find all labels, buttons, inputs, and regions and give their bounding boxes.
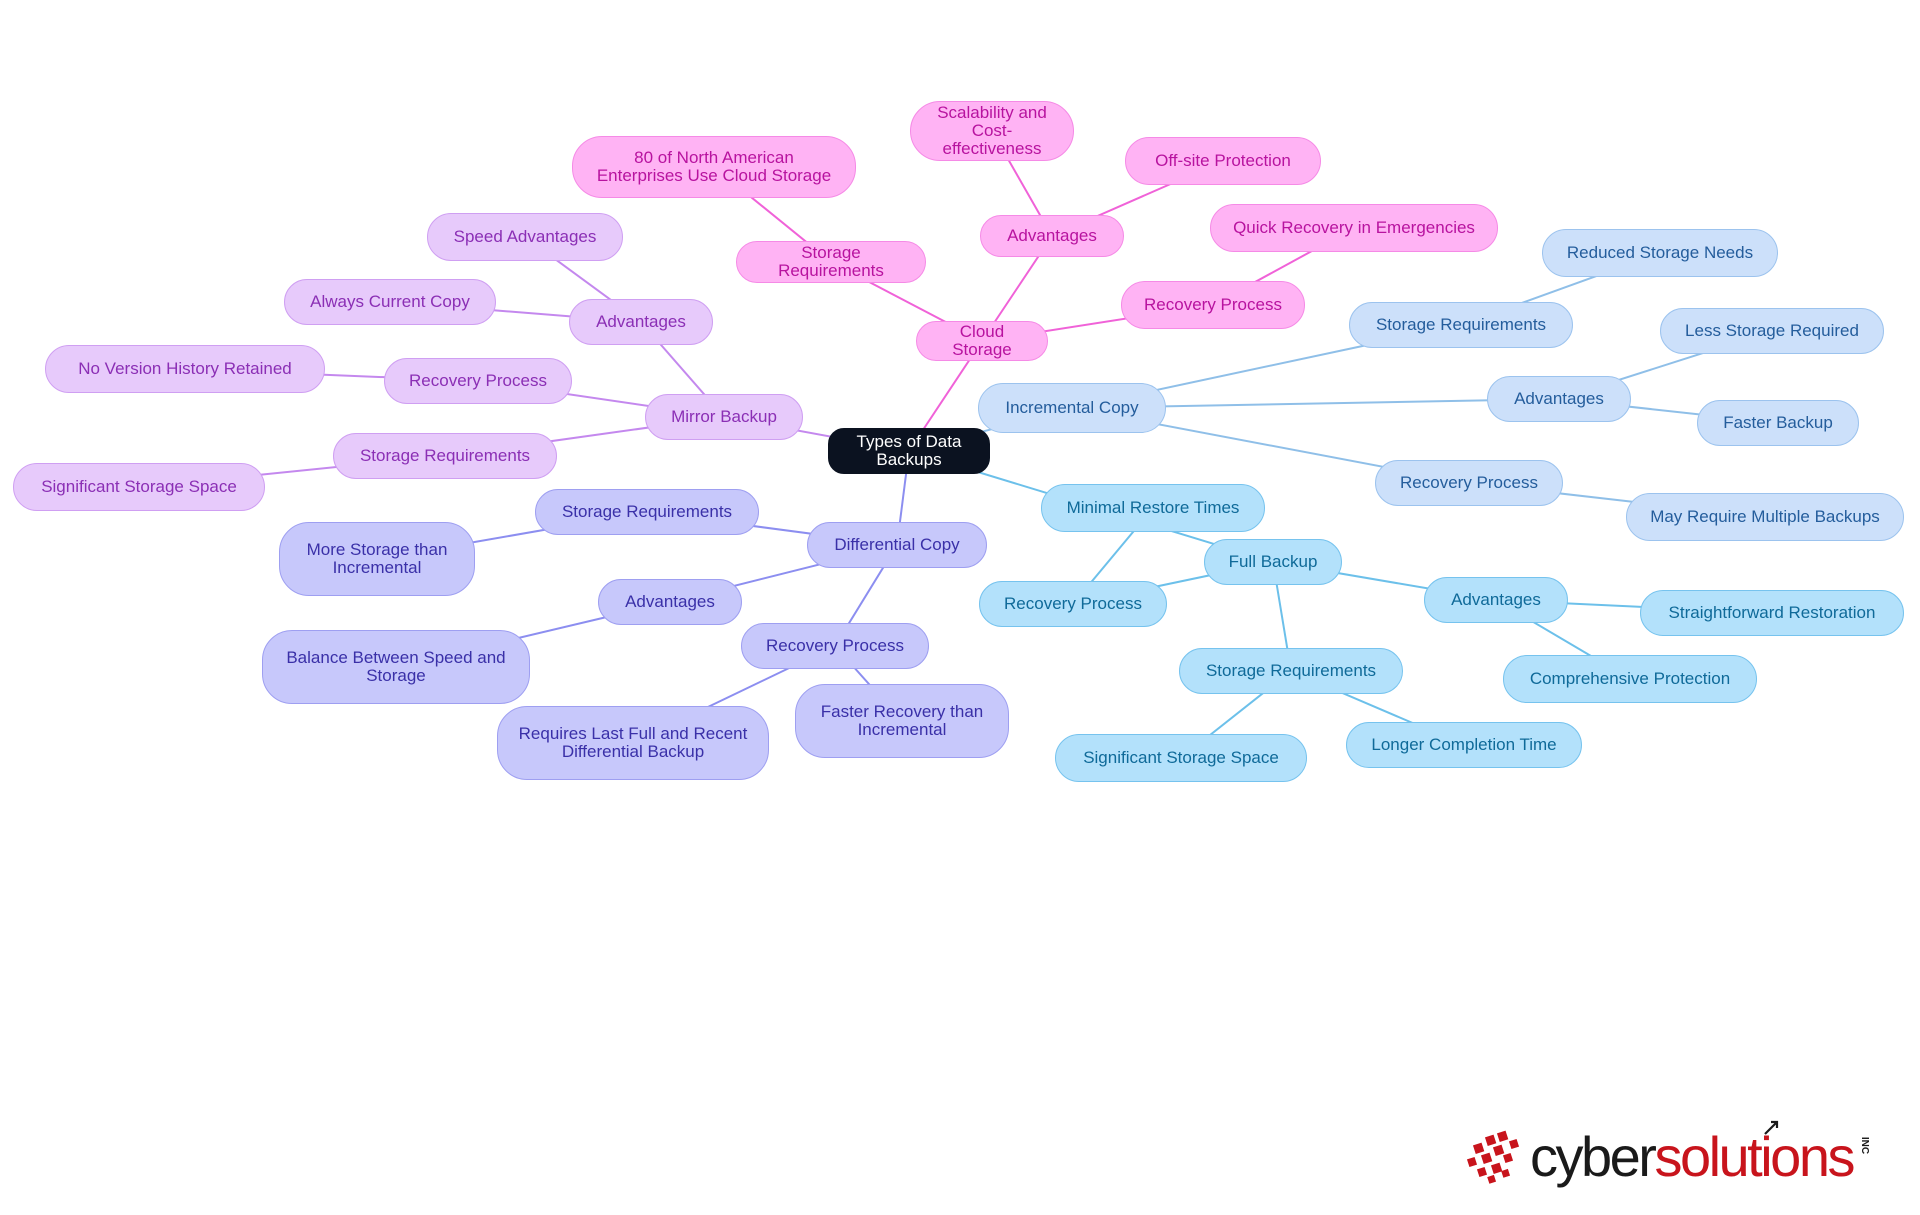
- node-label: Scalability and Cost-effectiveness: [937, 102, 1047, 159]
- node-label: Advantages: [625, 591, 715, 611]
- node-label: Storage Requirements: [359, 445, 531, 465]
- brand-logo-mark: [1466, 1130, 1520, 1184]
- node-diff-rec-faster: Faster Recovery than Incremental: [795, 684, 1009, 758]
- node-label: Off-site Protection: [1155, 150, 1291, 170]
- node-full-storage-longer: Longer Completion Time: [1346, 722, 1582, 768]
- node-mirror-adv-current: Always Current Copy: [284, 279, 496, 325]
- node-root: Types of Data Backups: [828, 428, 990, 474]
- node-label: Storage Requirements: [561, 501, 733, 521]
- node-mirror-adv-speed: Speed Advantages: [427, 213, 623, 261]
- node-label: Mirror Backup: [671, 406, 777, 426]
- node-mirror-storage-sig: Significant Storage Space: [13, 463, 265, 511]
- node-incr-adv-faster: Faster Backup: [1697, 400, 1859, 446]
- node-incr-adv: Advantages: [1487, 376, 1631, 422]
- brand-suffix: INC: [1859, 1136, 1871, 1155]
- node-label: Recovery Process: [1144, 294, 1282, 314]
- node-cloud-adv-offsite: Off-site Protection: [1125, 137, 1321, 185]
- node-label: Advantages: [1514, 388, 1604, 408]
- node-label: Storage Requirements: [778, 242, 884, 280]
- node-diff-storage-more: More Storage than Incremental: [279, 522, 475, 596]
- node-label: Speed Advantages: [453, 226, 597, 246]
- node-mirror-rec: Recovery Process: [384, 358, 572, 404]
- node-label: Quick Recovery in Emergencies: [1233, 217, 1475, 237]
- brand-accent-arrow-icon: [1764, 1120, 1779, 1135]
- node-cloud-storage: Storage Requirements: [736, 241, 926, 283]
- node-label: Advantages: [1451, 589, 1541, 609]
- node-label: Recovery Process: [409, 370, 547, 390]
- node-label: Recovery Process: [766, 635, 904, 655]
- node-diff-rec-req: Requires Last Full and Recent Differenti…: [497, 706, 769, 780]
- node-mirror-storage: Storage Requirements: [333, 433, 557, 479]
- node-diff: Differential Copy: [807, 522, 987, 568]
- node-cloud-adv-scal: Scalability and Cost-effectiveness: [910, 101, 1074, 161]
- node-incr-adv-less: Less Storage Required: [1660, 308, 1884, 354]
- node-label: Storage Requirements: [1375, 314, 1547, 334]
- brand-word-part1: cyber: [1530, 1125, 1657, 1188]
- node-label: Storage Requirements: [1205, 660, 1377, 680]
- node-label: Comprehensive Protection: [1529, 668, 1731, 688]
- node-cloud-rec: Recovery Process: [1121, 281, 1305, 329]
- node-label: Faster Recovery than Incremental: [820, 701, 984, 739]
- node-mirror: Mirror Backup: [645, 394, 803, 440]
- node-label: Cloud Storage: [952, 321, 1012, 359]
- node-label: Longer Completion Time: [1371, 734, 1557, 754]
- node-label: Advantages: [596, 311, 686, 331]
- node-full-storage-sig: Significant Storage Space: [1055, 734, 1307, 782]
- node-incr: Incremental Copy: [978, 383, 1166, 433]
- node-label: Straightforward Restoration: [1668, 602, 1876, 622]
- node-label: Recovery Process: [1004, 593, 1142, 613]
- node-cloud: Cloud Storage: [916, 321, 1048, 361]
- brand-logo: cybersolutions INC: [1460, 1118, 1870, 1198]
- node-full-adv-comp: Comprehensive Protection: [1503, 655, 1757, 703]
- node-diff-adv: Advantages: [598, 579, 742, 625]
- node-label: Significant Storage Space: [41, 476, 237, 496]
- node-label: Always Current Copy: [310, 291, 470, 311]
- node-full-rec-min: Minimal Restore Times: [1041, 484, 1265, 532]
- node-label: Significant Storage Space: [1083, 747, 1279, 767]
- node-label: Less Storage Required: [1685, 320, 1859, 340]
- node-label: Advantages: [1007, 225, 1097, 245]
- node-diff-storage: Storage Requirements: [535, 489, 759, 535]
- node-full-adv-straight: Straightforward Restoration: [1640, 590, 1904, 636]
- node-diff-adv-balance: Balance Between Speed and Storage: [262, 630, 530, 704]
- node-label: Full Backup: [1228, 551, 1318, 571]
- node-label: May Require Multiple Backups: [1650, 506, 1880, 526]
- node-label: Reduced Storage Needs: [1566, 242, 1754, 262]
- brand-word-part2: solutions: [1654, 1125, 1855, 1188]
- node-full: Full Backup: [1204, 539, 1342, 585]
- node-incr-rec-multi: May Require Multiple Backups: [1626, 493, 1904, 541]
- node-full-storage: Storage Requirements: [1179, 648, 1403, 694]
- node-cloud-rec-quick: Quick Recovery in Emergencies: [1210, 204, 1498, 252]
- node-cloud-adv: Advantages: [980, 215, 1124, 257]
- node-label: Minimal Restore Times: [1066, 497, 1240, 517]
- node-mirror-rec-nohist: No Version History Retained: [45, 345, 325, 393]
- node-label: Types of Data Backups: [856, 431, 962, 469]
- node-diff-rec: Recovery Process: [741, 623, 929, 669]
- node-incr-storage: Storage Requirements: [1349, 302, 1573, 348]
- node-incr-rec: Recovery Process: [1375, 460, 1563, 506]
- node-mirror-adv: Advantages: [569, 299, 713, 345]
- node-label: Incremental Copy: [1005, 397, 1139, 417]
- node-cloud-storage-80: 80 of North American Enterprises Use Clo…: [572, 136, 856, 198]
- brand-wordmark: cybersolutions: [1530, 1124, 1855, 1189]
- node-full-adv: Advantages: [1424, 577, 1568, 623]
- node-full-rec: Recovery Process: [979, 581, 1167, 627]
- node-label: Balance Between Speed and Storage: [286, 647, 506, 685]
- node-label: More Storage than Incremental: [306, 539, 448, 577]
- node-incr-storage-reduced: Reduced Storage Needs: [1542, 229, 1778, 277]
- node-label: No Version History Retained: [78, 358, 292, 378]
- node-label: Differential Copy: [834, 534, 960, 554]
- node-label: Faster Backup: [1723, 412, 1833, 432]
- node-label: Recovery Process: [1400, 472, 1538, 492]
- node-label: Requires Last Full and Recent Differenti…: [518, 723, 748, 761]
- node-label: 80 of North American Enterprises Use Clo…: [596, 147, 832, 185]
